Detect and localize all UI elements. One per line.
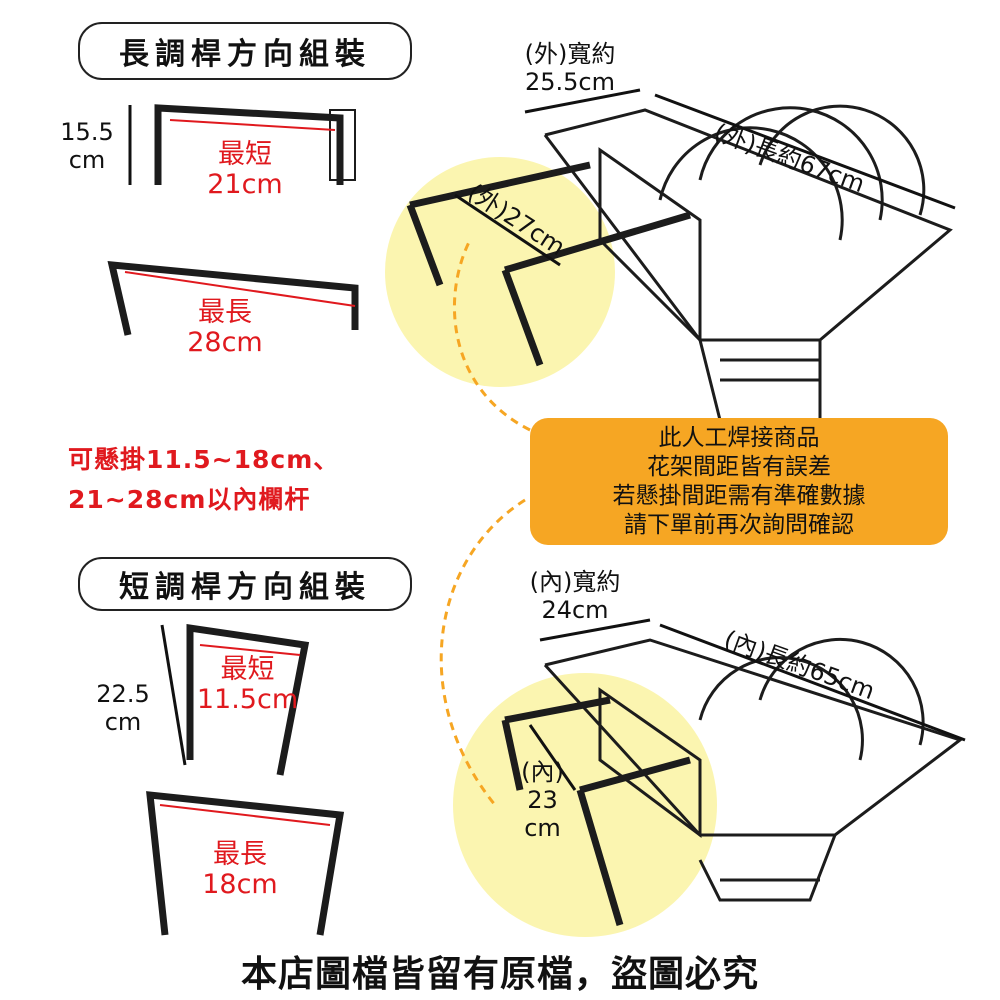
planter-basket-inner <box>501 637 964 926</box>
short-longest-label: 最長 18cm <box>185 840 295 900</box>
height-value: 15.5 <box>60 118 114 146</box>
label: (內) <box>521 758 564 786</box>
hang-range-text: 可懸掛11.5~18cm、 21~28cm以內欄杆 <box>68 440 339 520</box>
label: 最短 <box>218 139 272 170</box>
short-shortest-label: 最短 11.5cm <box>185 655 310 715</box>
label: (內)寬約 <box>529 568 621 596</box>
outer-width-label: (外)寬約 25.5cm <box>505 40 635 96</box>
value: 18cm <box>202 869 278 900</box>
long-longest-label: 最長 28cm <box>170 298 280 358</box>
height-unit: cm <box>68 146 106 174</box>
long-assembly-title: 長調桿方向組裝 <box>78 22 412 80</box>
notice-line: 花架間距皆有誤差 <box>647 453 831 480</box>
bracket-long-shortest <box>154 104 356 185</box>
label: 最短 <box>220 654 275 685</box>
hang-range-line2: 21~28cm以內欄杆 <box>68 485 311 514</box>
inner-width-label: (內)寬約 24cm <box>515 568 635 624</box>
planter-basket-outer <box>406 104 953 422</box>
value: 24cm <box>541 596 609 624</box>
measure-arrows-red <box>124 119 356 826</box>
label: 最長 <box>198 297 252 328</box>
inner-dim-arrows <box>528 618 966 791</box>
unit: cm <box>524 814 561 842</box>
bracket-long-longest <box>107 261 359 336</box>
label: 最長 <box>213 839 267 870</box>
long-height-label: 15.5 cm <box>52 118 122 174</box>
height-arrows <box>128 105 187 766</box>
bracket-short-longest <box>146 791 345 936</box>
long-shortest-label: 最短 21cm <box>190 140 300 200</box>
notice-line: 若懸掛間距需有準確數據 <box>612 482 866 509</box>
value: 21cm <box>207 169 283 200</box>
bracket-short-shortest <box>186 623 310 776</box>
hang-range-line1: 可懸掛11.5~18cm、 <box>68 445 340 474</box>
notice-line: 此人工焊接商品 <box>658 424 820 451</box>
copyright-footer: 本店圖檔皆留有原檔，盜圖必究 <box>240 954 759 995</box>
short-assembly-title: 短調桿方向組裝 <box>78 557 412 611</box>
height-value: 22.5 <box>96 680 150 708</box>
value: 25.5cm <box>524 68 615 96</box>
value: 11.5cm <box>196 684 299 715</box>
inner-depth-label: (內) 23 cm <box>515 758 570 842</box>
label: (外)寬約 <box>524 40 616 68</box>
height-unit: cm <box>104 708 142 736</box>
value: 23 <box>527 786 558 814</box>
dashed-connector <box>439 239 531 806</box>
short-height-label: 22.5 cm <box>88 680 158 736</box>
notice-line: 請下單前再次詢問確認 <box>624 511 854 538</box>
value: 28cm <box>187 327 263 358</box>
outer-dim-arrows <box>454 88 956 267</box>
highlight-circle-top <box>385 157 615 387</box>
notice-box: 此人工焊接商品 花架間距皆有誤差 若懸掛間距需有準確數據 請下單前再次詢問確認 <box>530 418 948 545</box>
